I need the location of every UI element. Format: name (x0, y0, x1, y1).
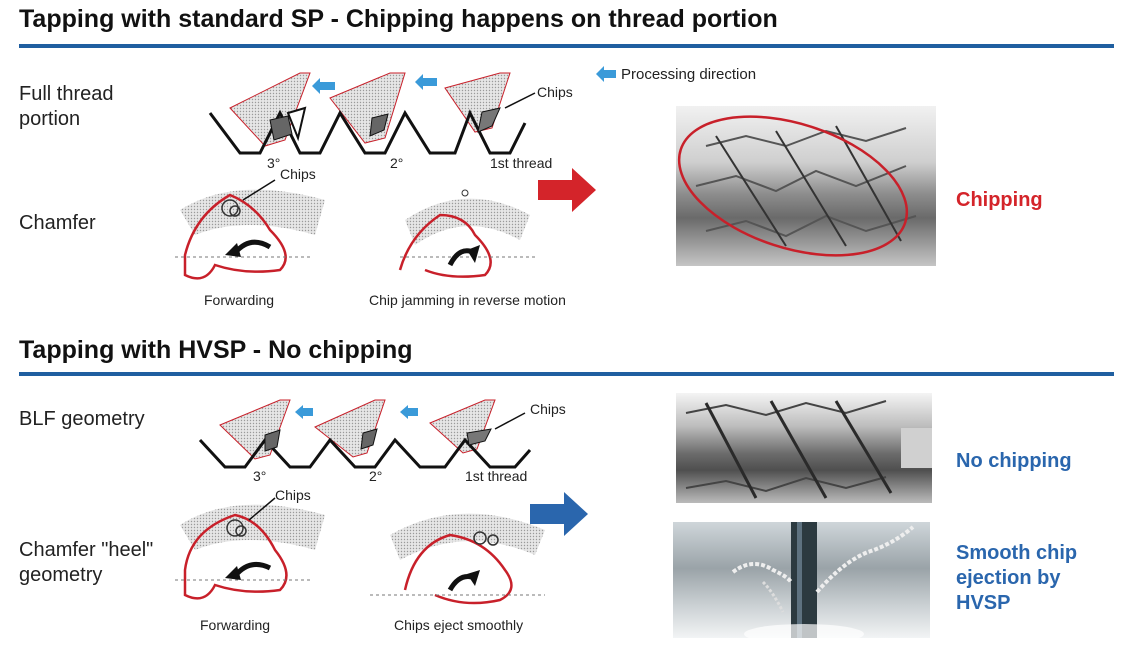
row-label-blf: BLF geometry (19, 408, 145, 430)
legend-processing-direction: Processing direction (621, 66, 757, 83)
caption-chips-eject: Chips eject smoothly (394, 617, 524, 633)
chamfer-diagram-hvsp (175, 490, 555, 615)
thread-label-3: 3° (267, 155, 281, 171)
tap-photo-chipping (676, 106, 936, 266)
section-title-hvsp: Tapping with HVSP - No chipping (19, 336, 413, 364)
row-label-chamfer-heel: Chamfer "heel" geometry (19, 539, 154, 586)
section-divider (19, 44, 1114, 48)
result-chipping: Chipping (956, 189, 1043, 211)
row-label-full-thread: Full thread portion (19, 83, 114, 130)
chamfer-diagram-standard (175, 175, 545, 290)
section-title-standard: Tapping with standard SP - Chipping happ… (19, 5, 778, 33)
caption-chip-jamming: Chip jamming in reverse motion (369, 292, 566, 308)
chips-label-thread-hvsp: Chips (530, 401, 566, 417)
chips-label-chamfer: Chips (280, 166, 316, 182)
chips-label-thread: Chips (537, 84, 573, 100)
caption-forwarding-hvsp: Forwarding (200, 617, 271, 633)
row-label-chamfer: Chamfer (19, 212, 96, 234)
thread-label-3-hvsp: 3° (253, 468, 267, 484)
thread-label-1st-hvsp: 1st thread (465, 468, 528, 484)
chip-ejection-photo (673, 522, 930, 638)
thread-label-2-hvsp: 2° (369, 468, 383, 484)
tap-photo-no-chipping (676, 393, 932, 503)
result-smooth-chip-ejection: Smooth chip ejection by HVSP (956, 542, 1078, 614)
thread-diagram-standard (200, 68, 610, 168)
direction-arrow-icon (596, 66, 616, 82)
thread-diagram-hvsp (195, 395, 575, 475)
section-divider (19, 372, 1114, 376)
thread-label-2: 2° (390, 155, 404, 171)
result-no-chipping: No chipping (956, 450, 1072, 472)
chips-label-chamfer-hvsp: Chips (275, 487, 311, 503)
caption-forwarding-standard: Forwarding (204, 292, 275, 308)
thread-label-1st: 1st thread (490, 155, 553, 171)
red-arrow-icon (538, 168, 596, 212)
blue-arrow-icon (530, 492, 588, 536)
